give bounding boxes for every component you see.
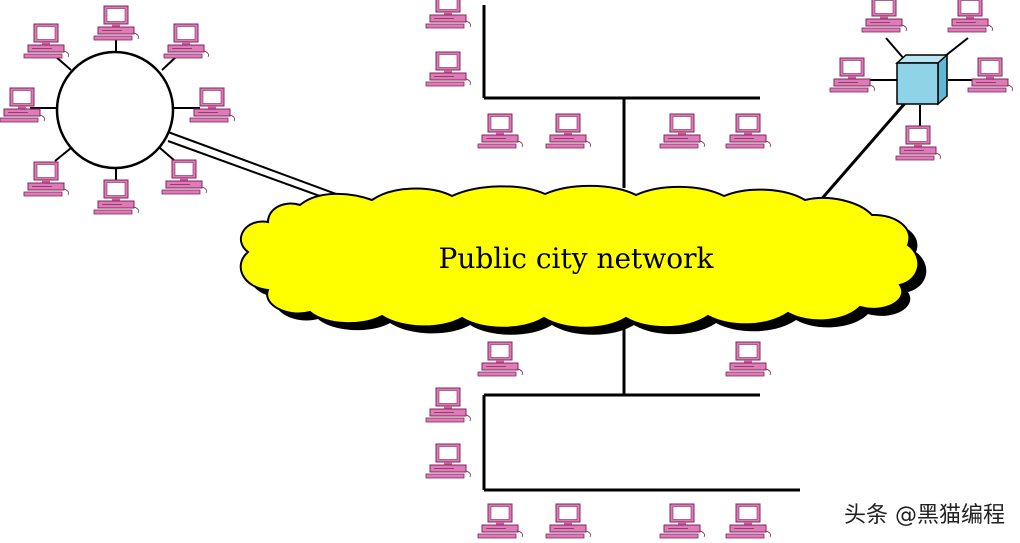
computer-icon bbox=[425, 443, 471, 479]
computer-icon bbox=[425, 387, 471, 423]
computer-icon bbox=[829, 57, 875, 93]
star-network bbox=[810, 37, 975, 211]
computer-icon bbox=[725, 341, 771, 377]
computer-icon bbox=[93, 5, 139, 41]
computer-icon bbox=[725, 503, 771, 539]
computer-icon bbox=[725, 113, 771, 149]
computer-icon bbox=[93, 179, 139, 215]
computer-icon bbox=[477, 503, 523, 539]
computer-icon bbox=[163, 23, 209, 59]
computer-icon bbox=[189, 87, 235, 123]
ring bbox=[55, 50, 175, 170]
computer-icon bbox=[23, 23, 69, 59]
computer-icon bbox=[545, 503, 591, 539]
computer-icon bbox=[659, 503, 705, 539]
computer-icon bbox=[947, 0, 993, 33]
computer-icon bbox=[425, 0, 471, 29]
bottom-bus-network bbox=[482, 320, 800, 492]
computer-icon bbox=[0, 87, 45, 123]
top-bus-network bbox=[482, 5, 760, 188]
cloud-shape bbox=[239, 184, 920, 329]
cloud-label: Public city network bbox=[439, 242, 715, 275]
hub-icon bbox=[895, 53, 949, 106]
computer-icon bbox=[967, 57, 1013, 93]
computer-icon bbox=[23, 161, 69, 197]
computer-icon bbox=[477, 113, 523, 149]
computer-icon bbox=[161, 159, 207, 195]
cloud: Public city network bbox=[239, 184, 927, 335]
computer-icon bbox=[477, 341, 523, 377]
ring-network bbox=[30, 37, 200, 182]
watermark: 头条 @黑猫编程 bbox=[844, 503, 1005, 528]
computer-icon bbox=[425, 51, 471, 87]
computer-icon bbox=[861, 0, 907, 33]
computer-icon bbox=[545, 113, 591, 149]
computer-icon bbox=[895, 125, 941, 161]
computer-icon bbox=[659, 113, 705, 149]
